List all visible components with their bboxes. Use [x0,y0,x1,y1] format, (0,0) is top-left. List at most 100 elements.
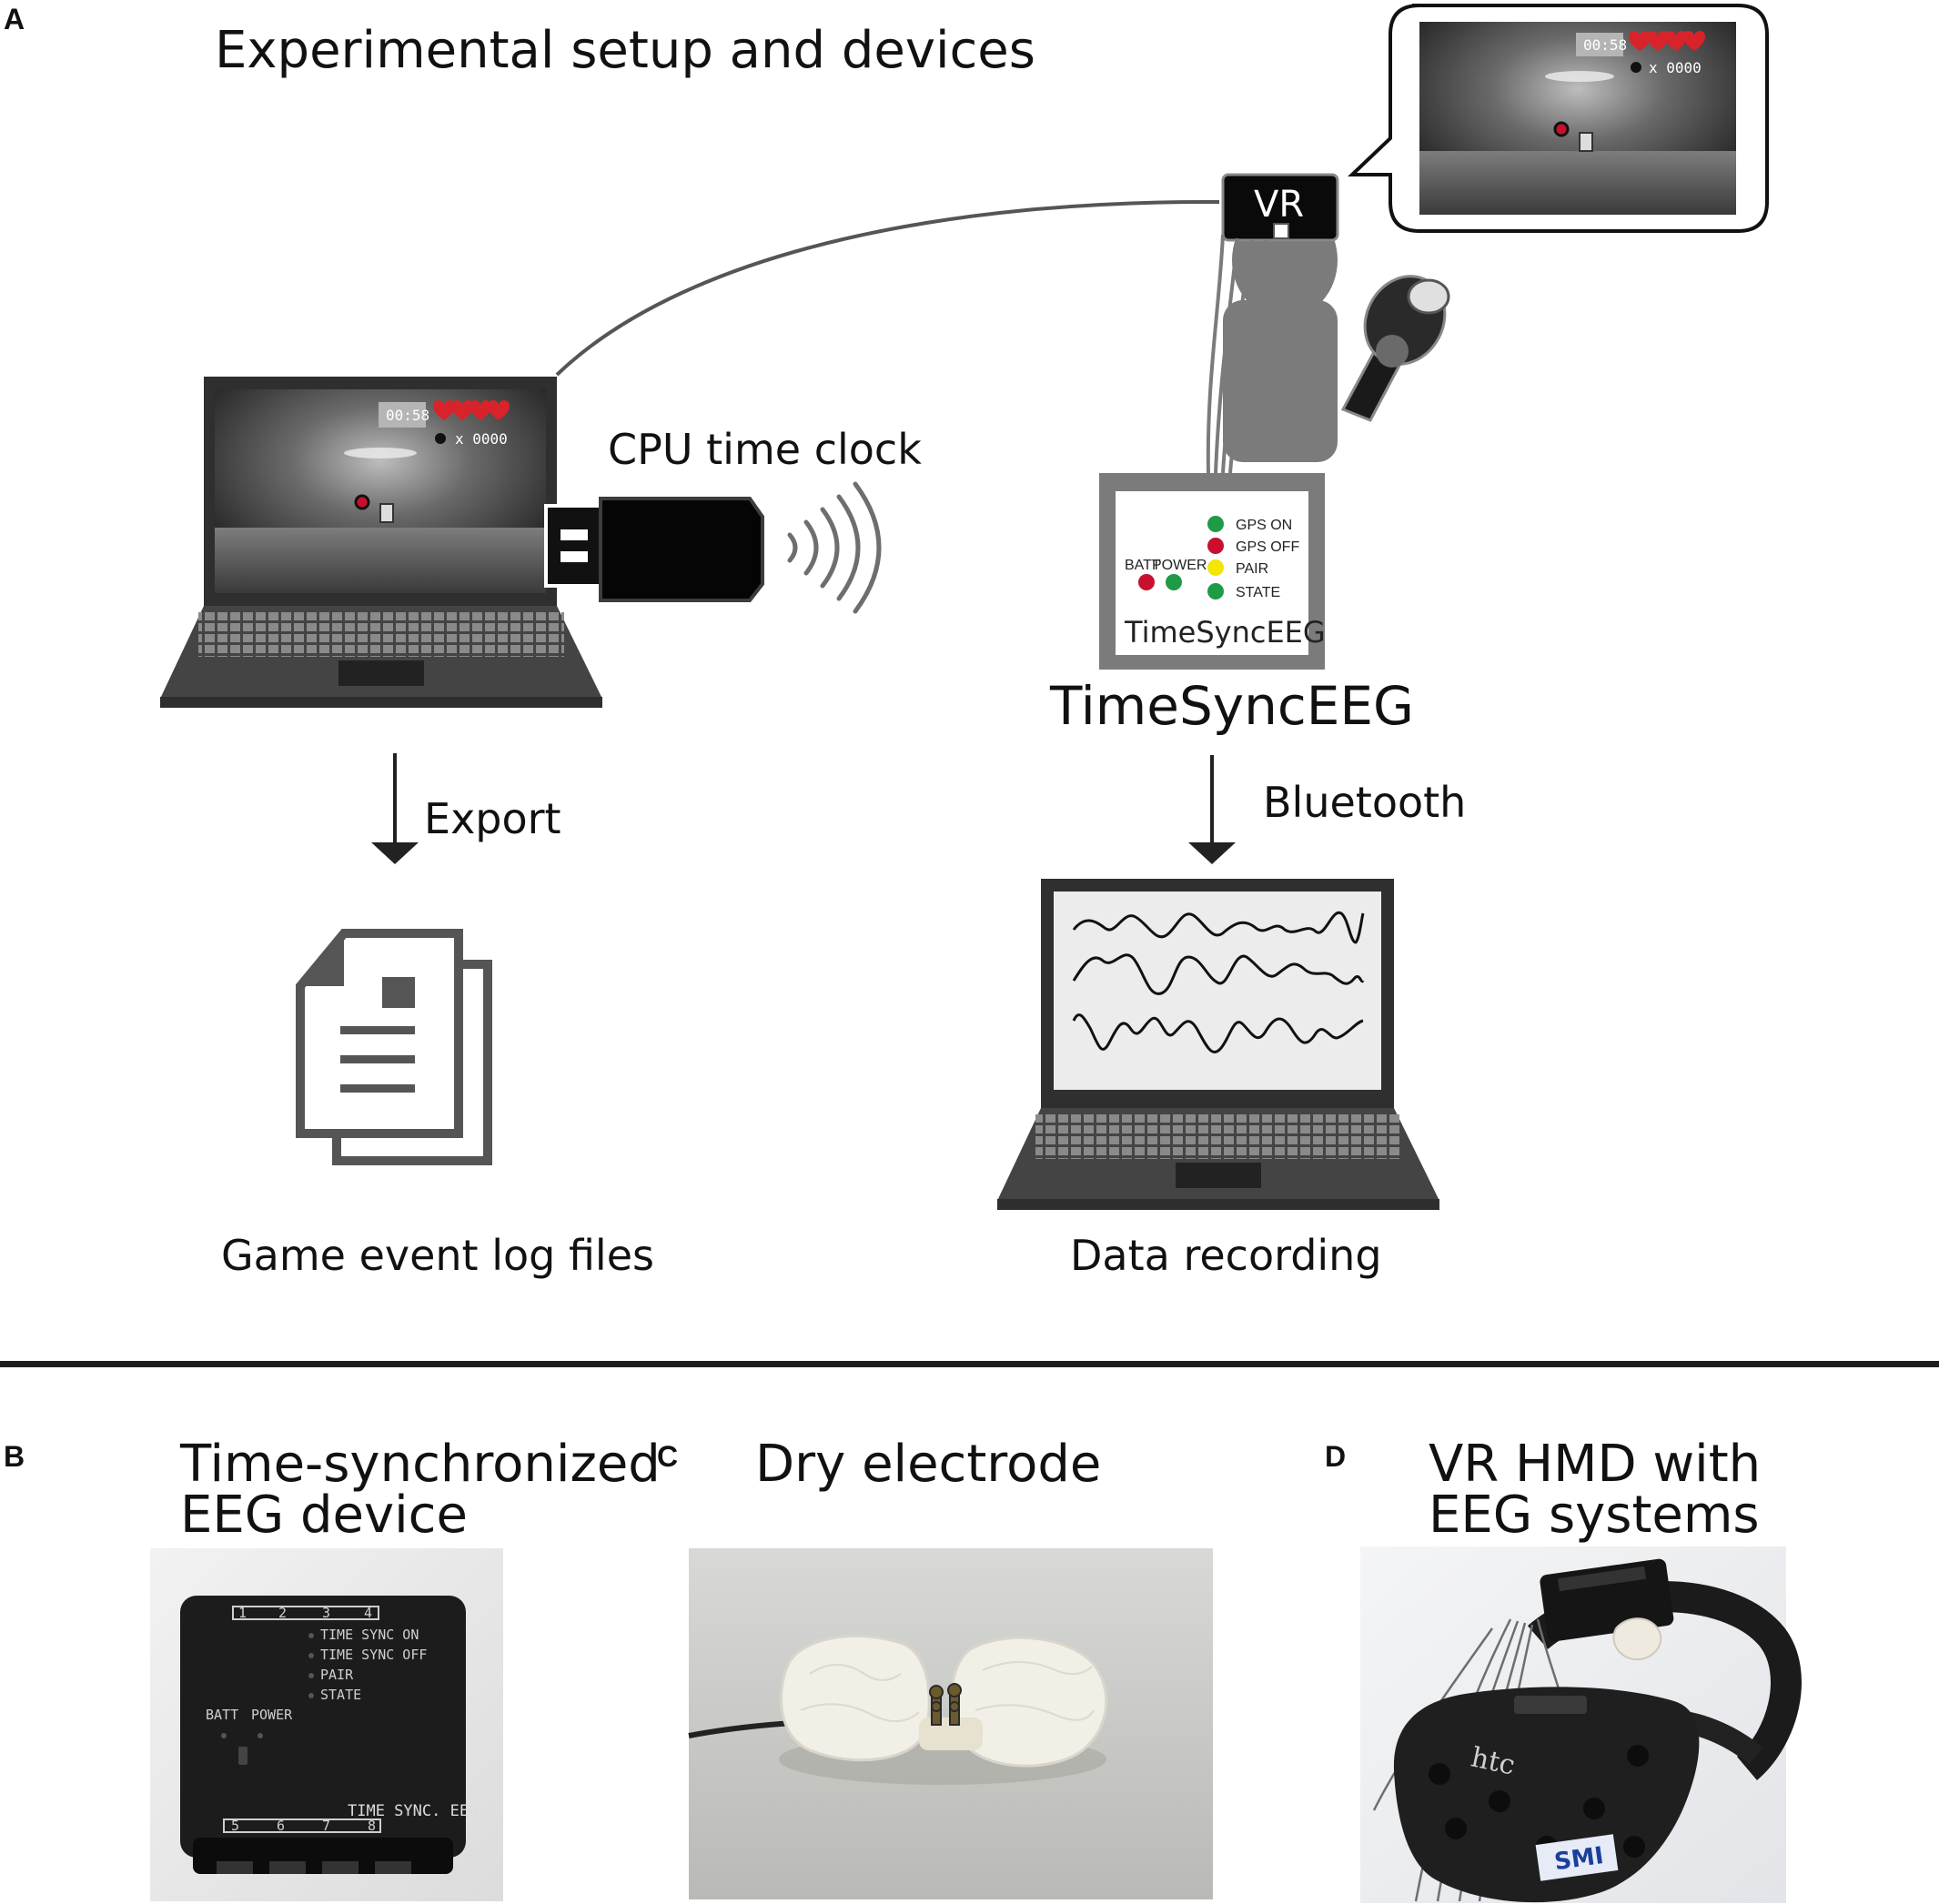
device-led [258,1733,263,1738]
port-number: 5 [231,1818,239,1834]
vr-view-bubble: 00:58 x 0000 [1348,4,1769,233]
led-gps-on [1207,516,1224,532]
usb-plug [544,504,604,588]
usb-plug-slot [560,529,588,540]
eeg-device-photo: 1 2 3 4 TIME SYNC ON TIME SYNC OFF PAIR … [150,1548,503,1901]
usb-time-clock [544,481,882,614]
device-state: STATE [320,1687,361,1703]
bubble-room-floor [1419,151,1736,215]
eeg-trace-1 [1072,911,1365,944]
connector-slot [322,1861,359,1874]
port-number: 2 [278,1605,287,1621]
led-state-label: STATE [1236,585,1280,600]
led-pair [1207,559,1224,576]
panel-b-title-line1: Time-synchronized [179,1435,661,1494]
device-power-switch [238,1747,247,1765]
led-batt [1138,574,1155,590]
heart-icon [1683,31,1705,51]
usb-plug-slot [560,551,588,562]
recording-laptop-screen [1054,892,1381,1090]
game-laptop-edge [160,697,602,708]
panel-c-title: Dry electrode [755,1435,1101,1494]
port-number: 4 [364,1605,372,1621]
recording-laptop-edge [997,1199,1439,1210]
hmd-front-bracket [1514,1696,1587,1714]
game-hud-count: x 0000 [455,430,508,448]
vr-controller [1340,275,1450,422]
recording-laptop [997,879,1439,1210]
device-time-sync-off: TIME SYNC OFF [320,1647,427,1663]
heart-icon [488,400,510,420]
eeg-trace-3 [1072,1013,1364,1053]
port-number: 3 [322,1605,330,1621]
vr-label: VR [1254,184,1304,226]
game-laptop: 00:58 x 0000 [160,377,602,708]
panel-a-title: Experimental setup and devices [215,21,1035,80]
led-power [1166,574,1182,590]
eeg-trace-2 [1072,953,1365,995]
panel-d-title-line1: VR HMD with [1429,1435,1761,1494]
bubble-room-light [1545,71,1614,82]
device-led [308,1673,314,1678]
connector-slot [269,1861,306,1874]
document-text-line [340,1055,415,1063]
eeg-device-body [180,1596,466,1858]
game-hud-hearts [433,400,510,420]
device-led [308,1633,314,1638]
heart-icon [470,400,491,420]
connector-slot [375,1861,411,1874]
vr-hmd-photo: htc SMI [1360,1546,1802,1903]
timesynceeg-box-brand: TimeSyncEEG [1124,615,1326,650]
recording-laptop-touchpad [1176,1163,1261,1188]
eeg-cables [1206,234,1268,474]
bubble-target-icon [1553,121,1570,137]
game-robot-icon [379,503,394,523]
controller-button [1376,335,1409,368]
document-icon [296,929,492,1165]
document-text-line [340,1084,415,1093]
panel-c: C Dry electrode [657,1435,1213,1899]
panel-b-title-line2: EEG device [180,1486,468,1545]
electrode-pad-left [779,1634,931,1762]
connector-slot [217,1861,253,1874]
led-power-label: POWER [1152,558,1207,573]
game-hud-timer: 00:58 [386,407,429,424]
usb-body [599,497,764,602]
vr-headset-port [1273,223,1289,239]
export-arrow [371,753,419,864]
recording-laptop-keyboard [1035,1113,1401,1159]
game-target-icon [354,494,370,510]
bluetooth-label: Bluetooth [1263,778,1466,827]
electrode-pad [1612,1617,1662,1661]
eeg-waveforms [1072,911,1365,1053]
heart-icon [451,400,473,420]
timesynceeg-label: TimeSyncEEG [1049,675,1414,737]
panel-a: A Experimental setup and devices 00:58 x… [0,3,1939,1367]
panel-d: D VR HMD with EEG systems [1325,1435,1802,1903]
heart-icon [1665,31,1687,51]
bluetooth-arrow [1188,755,1236,864]
vr-user: VR [1206,173,1450,474]
dry-electrode-photo [688,1548,1213,1899]
led-gps-on-label: GPS ON [1236,518,1292,533]
led-gps-off [1207,538,1224,554]
panel-letter-b: B [4,1440,25,1473]
heart-icon [1647,31,1669,51]
vr-headset [1221,173,1339,242]
wireless-signal-icon [787,481,882,614]
led-gps-off-label: GPS OFF [1236,539,1299,555]
port-number: 1 [238,1605,247,1621]
export-label: Export [424,794,561,843]
hmd-body [1393,1687,1700,1903]
heart-icon [1629,31,1651,51]
electrode-pins [929,1683,962,1726]
device-pair: PAIR [320,1667,354,1683]
game-laptop-touchpad [338,660,424,686]
tracker-brand-logo: SMI [1552,1842,1605,1876]
panel-d-title-line2: EEG systems [1429,1486,1760,1545]
bubble-robot-icon [1579,132,1593,152]
eeg-amplifier-top [1558,1566,1647,1592]
section-divider [0,1361,1939,1367]
device-power: POWER [251,1707,293,1723]
